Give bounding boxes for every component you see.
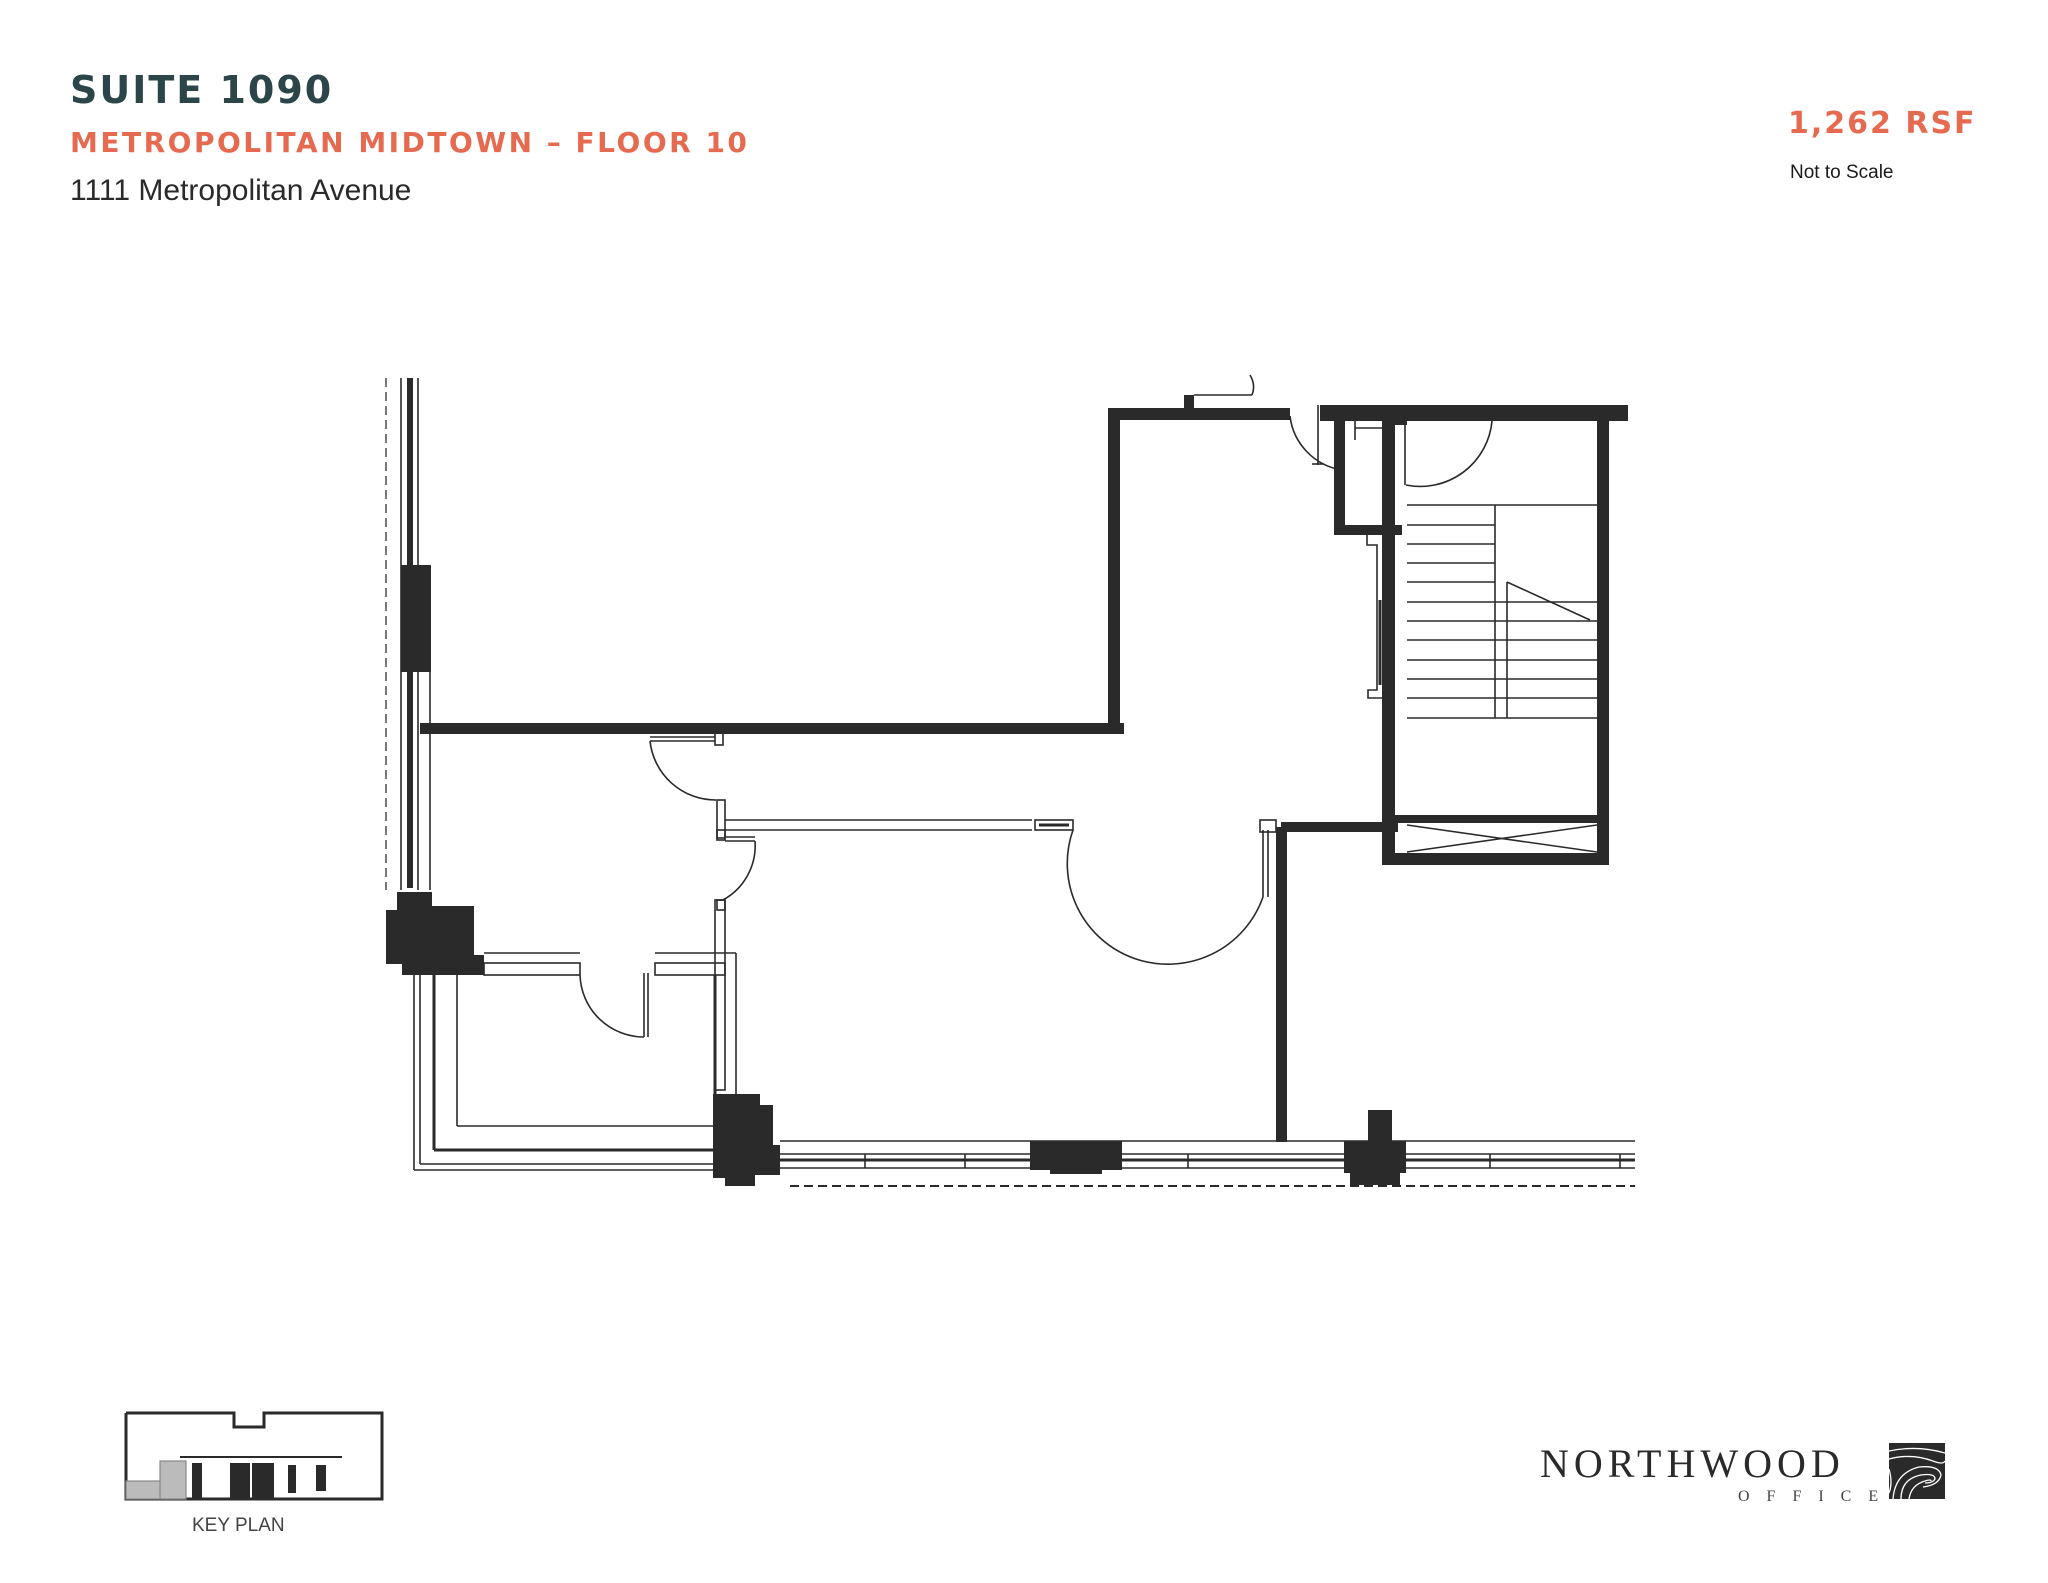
- stair-east-wall: [1597, 405, 1609, 865]
- east-office-wall: [1276, 827, 1287, 1142]
- corridor-north-wall: [420, 723, 1124, 734]
- stair-north-wall: [1418, 405, 1628, 421]
- address: 1111 Metropolitan Avenue: [70, 174, 412, 207]
- column-southwest: [713, 1094, 780, 1186]
- building-floor-subtitle: METROPOLITAN MIDTOWN – FLOOR 10: [70, 126, 750, 159]
- stair-west-wall: [1382, 405, 1395, 865]
- key-plan-diagram: [124, 1411, 384, 1501]
- suite-title: SUITE 1090: [70, 68, 334, 112]
- brand-logo-subtext: OFFICE: [1738, 1488, 1896, 1505]
- column-south-mid: [1030, 1141, 1122, 1174]
- brand-logo-text: NORTHWOOD: [1540, 1441, 1845, 1486]
- rentable-square-feet: 1,262 RSF: [1788, 106, 1977, 141]
- scale-note: Not to Scale: [1790, 162, 1894, 183]
- key-plan-label: KEY PLAN: [192, 1515, 285, 1536]
- wood-grain-logo-icon: [1889, 1443, 1945, 1499]
- column-northwest: [386, 892, 484, 975]
- column-southeast: [1344, 1110, 1406, 1185]
- upper-room-north-wall: [1108, 408, 1290, 420]
- upper-room-west-wall: [1108, 408, 1120, 734]
